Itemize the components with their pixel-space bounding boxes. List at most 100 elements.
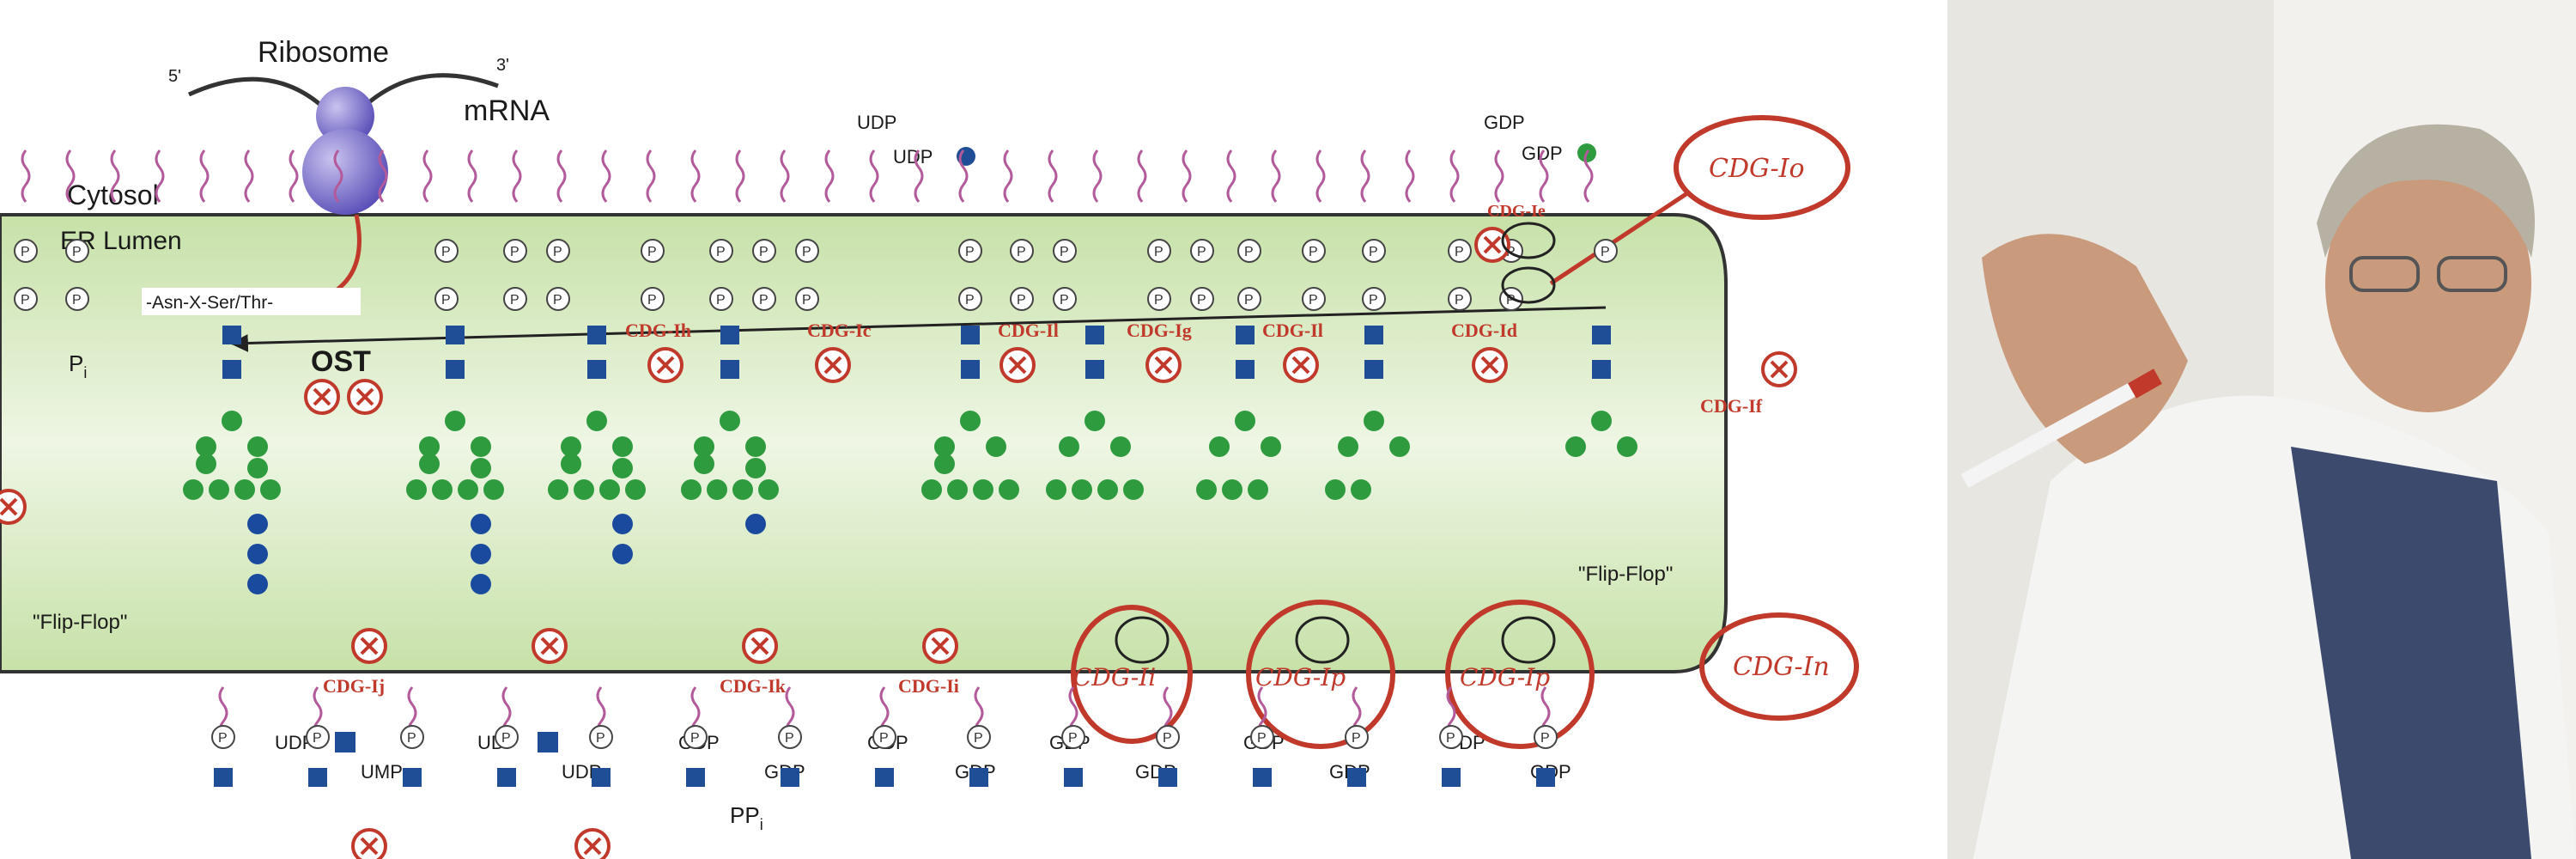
sugar-circle	[419, 454, 440, 474]
sugar-circle	[681, 479, 702, 500]
sugar-circle	[406, 479, 427, 500]
deficiency-x	[1008, 356, 1027, 375]
deficiency-x	[1480, 356, 1499, 375]
dolichol-lipid	[110, 149, 120, 203]
phosphate-circle	[65, 287, 89, 311]
sugar-circle	[612, 544, 633, 564]
pi-label: Pi	[69, 350, 87, 381]
phosphate-label: P	[510, 245, 519, 259]
dolichol-lipid	[1092, 149, 1103, 203]
cdg-ip-circle-2	[1445, 600, 1595, 749]
phosphate-circle	[434, 239, 459, 263]
phosphate-circle	[1237, 287, 1261, 311]
dolichol-lipid	[199, 149, 210, 203]
sugar-circle	[758, 479, 779, 500]
sugar-circle	[934, 436, 955, 457]
phosphate-circle	[1156, 725, 1180, 749]
phosphate-circle	[1010, 239, 1034, 263]
glcnac-square	[446, 326, 465, 344]
phosphate-circle	[795, 239, 819, 263]
phosphate-label: P	[1244, 245, 1254, 259]
sugar-circle	[471, 458, 491, 478]
sugar-circle	[1351, 479, 1371, 500]
glcnac-square	[446, 360, 465, 379]
dolichol-lipid	[422, 149, 433, 203]
ump-bot-1: UMP	[361, 761, 403, 783]
sugar-circle	[247, 544, 268, 564]
phosphate-label: P	[1352, 731, 1361, 746]
five-prime-label: 5'	[168, 67, 181, 86]
raised-hand	[1982, 234, 2188, 464]
phosphate-label: P	[647, 245, 657, 259]
phosphate-circle	[1439, 725, 1463, 749]
glcnac-square	[781, 768, 799, 787]
sugar-circle	[561, 436, 581, 457]
sugar-circle	[1338, 436, 1358, 457]
sugar-circle	[1325, 479, 1346, 500]
sugar-circle	[1046, 479, 1066, 500]
sugar-circle	[1084, 411, 1105, 431]
phosphate-label: P	[313, 731, 322, 746]
marker-cap	[2128, 369, 2162, 399]
phosphate-label: P	[510, 293, 519, 308]
glcnac-square	[1085, 326, 1104, 344]
dolichol-lipid	[467, 149, 477, 203]
cdg-ig-label: CDG-Ig	[1127, 320, 1192, 341]
sugar-circle	[471, 514, 491, 534]
phosphate-label: P	[1369, 293, 1378, 308]
deficiency-x	[1483, 235, 1502, 254]
pathway-glyphs: PPPPPPPPPPPPPPPPPPPPPPPPPPPPPPPPPPPPPPPP…	[0, 149, 1797, 859]
sugar-circle	[720, 411, 740, 431]
glcnac-square	[969, 768, 988, 787]
dolichol-lipid	[1583, 149, 1594, 203]
sugar-circle	[1235, 411, 1255, 431]
phosphate-label: P	[1369, 245, 1378, 259]
sugar-circle	[1591, 411, 1612, 431]
phosphate-label: P	[1309, 293, 1318, 308]
dolichol-lipid	[958, 149, 969, 203]
dolichol-lipid	[1494, 149, 1504, 203]
cdg-ii-label: CDG-Ii	[898, 675, 959, 697]
glcnac-square	[875, 768, 894, 787]
cdg-ik-label: CDG-Ik	[720, 675, 787, 697]
glcnac-square	[403, 768, 422, 787]
sugar-circle	[745, 458, 766, 478]
glasses-right	[2437, 256, 2507, 292]
cdg-id-label: CDG-Id	[1451, 320, 1517, 341]
cdg-in-text: CDG-In	[1733, 652, 1830, 682]
sugar-circle	[921, 479, 942, 500]
dolichol-lipid	[289, 149, 299, 203]
phosphate-label: P	[21, 245, 30, 259]
inhibition-ellipse	[1501, 222, 1556, 259]
deficiency-circle	[0, 489, 27, 525]
inhibition-ellipse	[1501, 616, 1556, 664]
phosphate-circle	[1362, 287, 1386, 311]
sugar-circle	[1123, 479, 1144, 500]
phosphate-label: P	[785, 731, 794, 746]
phosphate-label: P	[759, 245, 769, 259]
ost-label: OST	[311, 345, 371, 378]
deficiency-x	[1154, 356, 1173, 375]
phosphate-label: P	[1309, 245, 1318, 259]
sugar-circle	[612, 514, 633, 534]
phosphate-circle	[709, 239, 733, 263]
deficiency-x	[1291, 356, 1310, 375]
ppi-label: PPi	[730, 802, 763, 833]
glcnac-square	[222, 326, 241, 344]
phosphate-label: P	[1060, 293, 1069, 308]
glcnac-square	[497, 768, 516, 787]
mrna-label: mRNA	[464, 94, 550, 127]
sugar-circle	[247, 574, 268, 594]
phosphate-label: P	[1540, 731, 1550, 746]
dolichol-lipid	[1226, 149, 1236, 203]
phosphate-circle	[14, 287, 38, 311]
shirt	[2291, 447, 2531, 859]
glcnac-square	[587, 326, 606, 344]
glcnac-square	[1364, 360, 1383, 379]
phosphate-label: P	[716, 245, 726, 259]
phosphate-label: P	[647, 293, 657, 308]
dolichol-lipid	[378, 149, 388, 203]
glcnac-square	[1064, 768, 1083, 787]
phosphate-circle	[1147, 239, 1171, 263]
dolichol-lipid	[869, 149, 879, 203]
